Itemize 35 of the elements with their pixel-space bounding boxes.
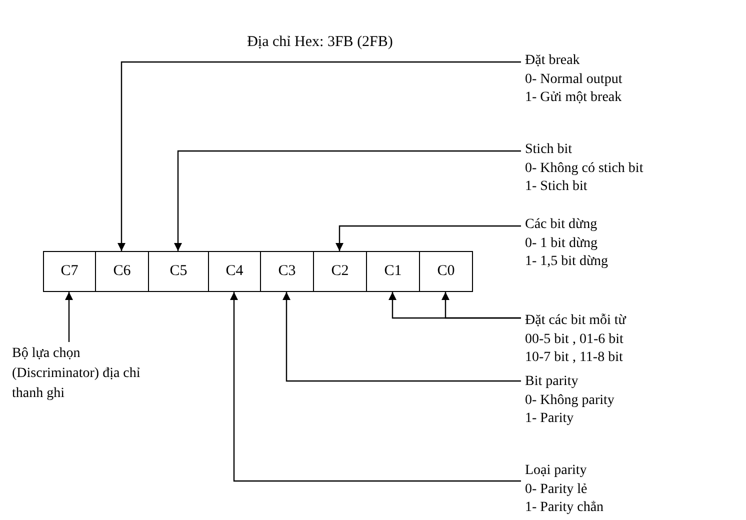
bit-value-description: 0- 1 bit dừng — [525, 234, 599, 252]
arrow — [336, 225, 521, 251]
bit-value-description: 0- Không parity — [525, 392, 614, 410]
bit-value-description: 10-7 bit , 11-8 bit — [525, 349, 624, 367]
diagram-title: Địa chỉ Hex: 3FB (2FB) — [246, 34, 394, 51]
arrow — [282, 292, 521, 382]
bit-field-heading: Stich bit — [525, 141, 574, 159]
arrow — [230, 292, 521, 482]
register-bit-cell: C3 — [260, 251, 314, 292]
bit-value-description: 1- Stich bit — [525, 178, 588, 196]
arrow — [174, 150, 521, 251]
bit-field-heading: Các bit dừng — [525, 216, 598, 234]
bit-value-description: 1- Parity chẳn — [525, 499, 604, 517]
bit-value-description: 1- 1,5 bit dừng — [525, 253, 608, 271]
arrow — [65, 292, 73, 342]
bit-field-heading: Đặt các bit mỗi từ — [525, 312, 626, 330]
register-bit-cell: C2 — [313, 251, 367, 292]
bit-value-description: 0- Parity lẻ — [525, 480, 588, 498]
bit-value-description: 1- Parity — [525, 410, 575, 428]
bit-value-description: 0- Không có stich bit — [525, 160, 644, 178]
register-bit-cell: C4 — [208, 251, 261, 292]
register-bit-cell: C0 — [419, 251, 473, 292]
register-bit-cell: C1 — [366, 251, 420, 292]
bit-field-heading: Loại parity — [525, 462, 588, 480]
bit-field-heading: Bit parity — [525, 373, 580, 391]
bit-value-description: 1- Gửi một break — [525, 89, 622, 107]
bit-field-heading: Đặt break — [525, 52, 581, 70]
arrow — [442, 292, 521, 319]
bit-value-description: 00-5 bit , 01-6 bit — [525, 330, 624, 348]
arrow — [118, 61, 521, 251]
bit-field-description: Bộ lựa chọn (Discriminator) địa chỉ thanh ghi — [12, 344, 162, 404]
register-bit-cell: C6 — [95, 251, 149, 292]
bit-value-description: 0- Normal output — [525, 70, 622, 88]
register-bit-cell: C5 — [148, 251, 209, 292]
register-bit-cell: C7 — [43, 251, 96, 292]
